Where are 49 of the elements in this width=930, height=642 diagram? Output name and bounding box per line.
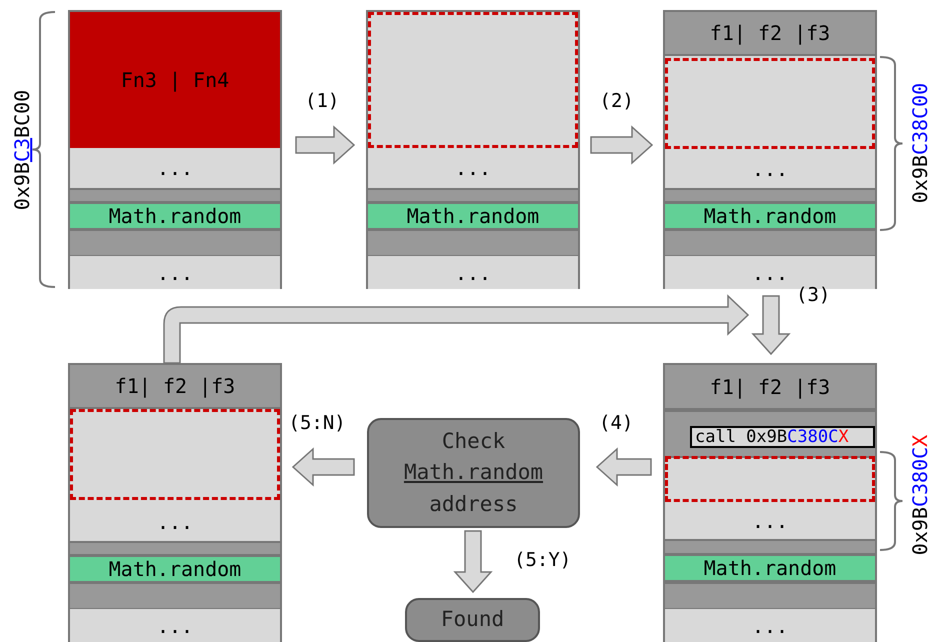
ellipsis-row: ... xyxy=(70,256,280,289)
function-row: Math.random xyxy=(665,202,875,230)
block-arrow xyxy=(453,530,493,594)
call-instruction: call 0x9BC380CX xyxy=(690,426,875,448)
block-arrow xyxy=(751,295,791,356)
function-row: Math.random xyxy=(665,554,875,582)
memory-gap xyxy=(665,539,875,555)
memory-block xyxy=(366,10,580,289)
memory-gap xyxy=(665,582,875,610)
step-label: (2) xyxy=(600,90,634,112)
step-label: (1) xyxy=(305,90,340,112)
step-label: (5:N) xyxy=(288,412,346,434)
memory-block xyxy=(68,10,282,289)
memory-gap xyxy=(70,582,280,610)
memory-gap xyxy=(70,188,280,203)
box-text: address xyxy=(429,490,518,518)
ellipsis-row: ... xyxy=(368,256,578,289)
address-label: 0x9BC380CX xyxy=(908,434,930,556)
block-arrow xyxy=(590,125,654,165)
box-text: Check xyxy=(442,428,506,455)
memory-gap xyxy=(665,188,875,203)
block-arrow xyxy=(596,447,652,487)
box-text: Math.random xyxy=(404,459,544,486)
memory-block xyxy=(68,363,282,642)
block-arrow xyxy=(295,125,356,165)
memory-block xyxy=(663,363,877,642)
frame-header: f1| f2 |f3 xyxy=(665,365,875,410)
ellipsis-row: ... xyxy=(70,609,280,642)
frame-header: f1| f2 |f3 xyxy=(665,12,875,56)
result-box: Found xyxy=(405,598,540,642)
frame-header: f1| f2 |f3 xyxy=(70,365,280,409)
step-label: (5:Y) xyxy=(514,548,572,570)
block-arrow xyxy=(292,447,355,487)
memory-gap xyxy=(70,541,280,556)
block-arrow xyxy=(163,295,749,364)
address-label: 0x9BC3BC00 xyxy=(10,90,34,210)
memory-gap xyxy=(70,229,280,257)
code-region: Fn3 | Fn4 xyxy=(70,12,280,148)
memory-gap xyxy=(665,229,875,257)
memory-gap xyxy=(368,229,578,257)
function-row: Math.random xyxy=(70,202,280,230)
memory-gap xyxy=(368,188,578,203)
function-row: Math.random xyxy=(368,202,578,230)
process-box xyxy=(367,418,580,528)
address-label: 0x9BC38C00 xyxy=(908,82,930,204)
step-label: (4) xyxy=(599,412,634,434)
function-row: Math.random xyxy=(70,555,280,583)
ellipsis-row: ... xyxy=(665,609,875,642)
memory-gap xyxy=(665,410,875,458)
